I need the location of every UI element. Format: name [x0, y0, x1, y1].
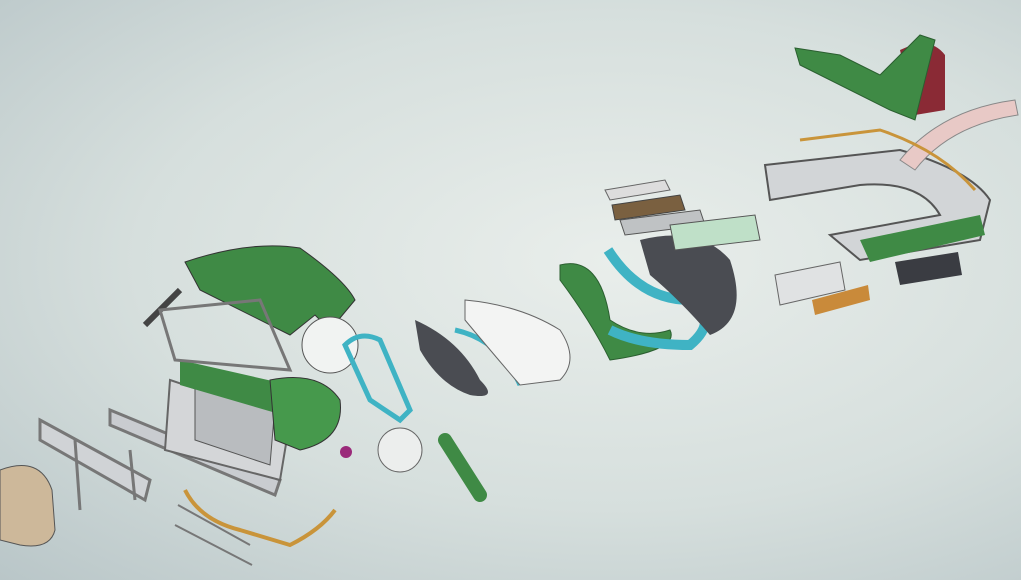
speaker-ring [301, 316, 359, 374]
dark-pad [895, 252, 962, 285]
light-seal [415, 320, 488, 396]
green-panel [860, 215, 985, 262]
teal-seal [342, 333, 413, 424]
cover-shell [184, 245, 356, 336]
rod [174, 504, 253, 566]
magenta-dot [340, 446, 352, 458]
speaker-ring [377, 427, 423, 473]
strap-band [640, 235, 737, 335]
metal-bar [142, 287, 183, 328]
metal-plate [774, 261, 846, 306]
green-housing [269, 377, 341, 451]
cable-harness [183, 489, 337, 548]
orange-pad [812, 285, 870, 315]
battery-modules [604, 179, 761, 251]
green-top-part [794, 34, 936, 121]
face-cushion [464, 299, 571, 386]
green-stick [438, 433, 487, 502]
inner-frame [158, 298, 293, 372]
green-board [180, 360, 300, 420]
tan-visor [0, 465, 56, 547]
orange-cable [799, 128, 977, 191]
